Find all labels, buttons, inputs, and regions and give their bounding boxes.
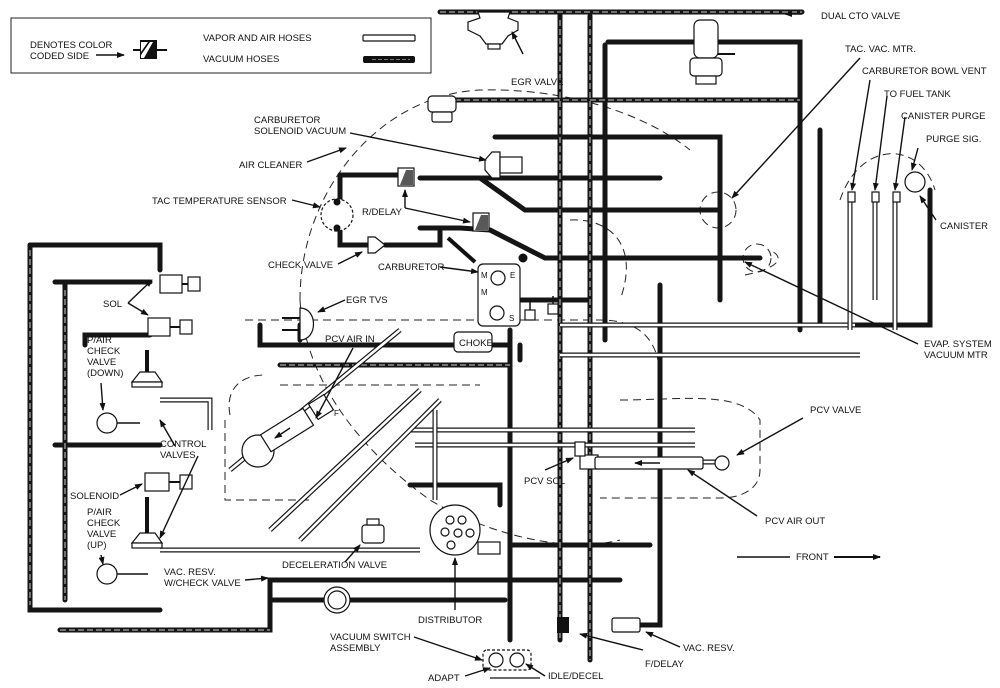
label-pair-down-2: CHECK — [87, 346, 121, 357]
deceleration-valve-icon — [361, 518, 385, 544]
legend-vapor-air-swatch — [362, 34, 416, 42]
label-pair-up-4: (UP) — [87, 540, 107, 551]
label-evap-system-2: VACUUM MTR — [924, 350, 988, 361]
sol-upper-icon — [159, 274, 201, 294]
label-control-valves-2: VALVES — [160, 450, 196, 461]
engine-outlines — [224, 89, 936, 545]
front-label: FRONT — [796, 552, 829, 563]
legend-vapor-air-label: VAPOR AND AIR HOSES — [203, 33, 312, 44]
label-f-delay: F/DELAY — [645, 659, 685, 670]
control-valve-lower-icon — [130, 497, 164, 549]
label-pair-down-4: (DOWN) — [87, 368, 123, 379]
carburetor-icon: M M E S — [446, 236, 528, 327]
distributor-icon — [429, 504, 501, 556]
choke-label: CHOKE — [459, 338, 493, 349]
choke-box: CHOKE — [453, 331, 493, 353]
label-deceleration-valve: DECELERATION VALVE — [282, 560, 387, 571]
label-vac-resv-check-1: VAC. RESV. — [164, 567, 216, 578]
pcv-valve-icon — [594, 455, 730, 471]
label-sol: SOL — [103, 299, 122, 310]
label-tac-temperature-sensor: TAC TEMPERATURE SENSOR — [152, 196, 287, 207]
pair-check-valve-up-icon — [96, 563, 148, 585]
legend-vacuum-label: VACUUM HOSES — [203, 54, 279, 65]
label-pair-up-2: CHECK — [87, 518, 121, 529]
label-pair-up-1: P/AIR — [87, 507, 112, 518]
label-pair-up-3: VALVE — [87, 529, 116, 540]
component-labels: DUAL CTO VALVE EGR VALVE TAC. VAC. MTR. … — [70, 11, 992, 684]
carb-port-s: S — [509, 314, 514, 323]
tac-temperature-sensor-icon — [320, 198, 354, 232]
carb-port-m2: M — [481, 288, 488, 297]
label-canister: CANISTER — [940, 221, 988, 232]
vapor-air-hoses — [160, 200, 898, 553]
label-r-delay: R/DELAY — [362, 207, 403, 218]
vacuum-hose-highlights — [29, 11, 802, 660]
dual-cto-valve-icon — [689, 19, 735, 85]
pcv-air-in-filter-icon: F — [241, 393, 339, 468]
f-delay-icon — [557, 617, 569, 633]
label-carb-bowl-vent: CARBURETOR BOWL VENT — [862, 66, 987, 77]
carb-port-m1: M — [481, 271, 488, 280]
legend-vacuum-swatch — [363, 56, 415, 63]
pair-check-valve-down-icon — [96, 412, 140, 434]
label-dual-cto-valve: DUAL CTO VALVE — [821, 11, 900, 22]
label-to-fuel-tank: TO FUEL TANK — [884, 89, 951, 100]
color-coded-connector-icon — [133, 40, 167, 59]
front-indicator: FRONT — [737, 552, 881, 563]
legend: DENOTES COLOR CODED SIDE VAPOR AND AIR H… — [10, 17, 432, 74]
carb-port-e: E — [510, 271, 515, 280]
label-vac-resv-check-2: W/CHECK VALVE — [164, 578, 241, 589]
carb-solenoid-vac-valve-icon — [484, 151, 523, 179]
vacuum-switch-assembly-icon — [482, 649, 540, 679]
carb-solenoid-vacuum-icon — [427, 95, 457, 123]
label-purge-sig: PURGE SIG. — [926, 134, 981, 145]
label-solenoid: SOLENOID — [70, 491, 119, 502]
label-air-cleaner: AIR CLEANER — [239, 160, 302, 171]
label-vacuum-switch-1: VACUUM SWITCH — [330, 632, 411, 643]
label-idle-decel: IDLE/DECEL — [548, 671, 603, 682]
label-vac-resv: VAC. RESV. — [683, 643, 735, 654]
canister-icon — [847, 171, 926, 203]
legend-color-coded-label-2: CODED SIDE — [30, 51, 89, 62]
r-delay-lower-icon — [472, 212, 490, 232]
label-control-valves-1: CONTROL — [160, 439, 206, 450]
leader-lines — [98, 11, 937, 677]
pcv-sol-icon — [574, 441, 599, 470]
vac-resv-icon — [611, 617, 641, 633]
label-vacuum-switch-2: ASSEMBLY — [330, 643, 381, 654]
label-pcv-sol: PCV SOL — [524, 476, 565, 487]
label-evap-system-1: EVAP. SYSTEM — [924, 339, 992, 350]
label-egr-valve: EGR VALVE — [511, 77, 563, 88]
label-carb-solenoid-vacuum-1: CARBURETOR — [254, 115, 320, 126]
legend-box — [10, 17, 432, 74]
vac-resv-check-valve-icon — [323, 586, 351, 614]
label-canister-purge: CANISTER PURGE — [901, 111, 985, 122]
solenoid-icon — [144, 472, 193, 492]
label-distributor: DISTRIBUTOR — [418, 615, 482, 626]
label-carburetor: CARBURETOR — [378, 262, 444, 273]
label-adapt: ADAPT — [428, 673, 460, 684]
egr-valve-icon — [467, 11, 519, 50]
label-pcv-valve: PCV VALVE — [810, 405, 861, 416]
egr-tvs-icon — [282, 307, 314, 341]
check-valve-icon — [367, 236, 386, 254]
label-tac-vac-mtr: TAC. VAC. MTR. — [845, 44, 916, 55]
carb-small-valve-icon — [524, 296, 559, 321]
label-pcv-air-in: PCV AIR IN — [325, 334, 375, 345]
label-pair-down-3: VALVE — [87, 357, 116, 368]
legend-color-coded-label: DENOTES COLOR — [30, 40, 112, 51]
label-pcv-air-out: PCV AIR OUT — [765, 516, 825, 527]
sol-lower-icon — [147, 317, 193, 337]
r-delay-upper-icon — [397, 167, 415, 187]
label-egr-tvs: EGR TVS — [346, 295, 388, 306]
label-pair-down-1: P/AIR — [87, 335, 112, 346]
pcv-filter-f-label: F — [334, 409, 339, 418]
label-check-valve: CHECK VALVE — [268, 260, 333, 271]
label-carb-solenoid-vacuum-2: SOLENOID VACUUM — [254, 126, 346, 137]
control-valve-upper-icon — [130, 350, 164, 388]
